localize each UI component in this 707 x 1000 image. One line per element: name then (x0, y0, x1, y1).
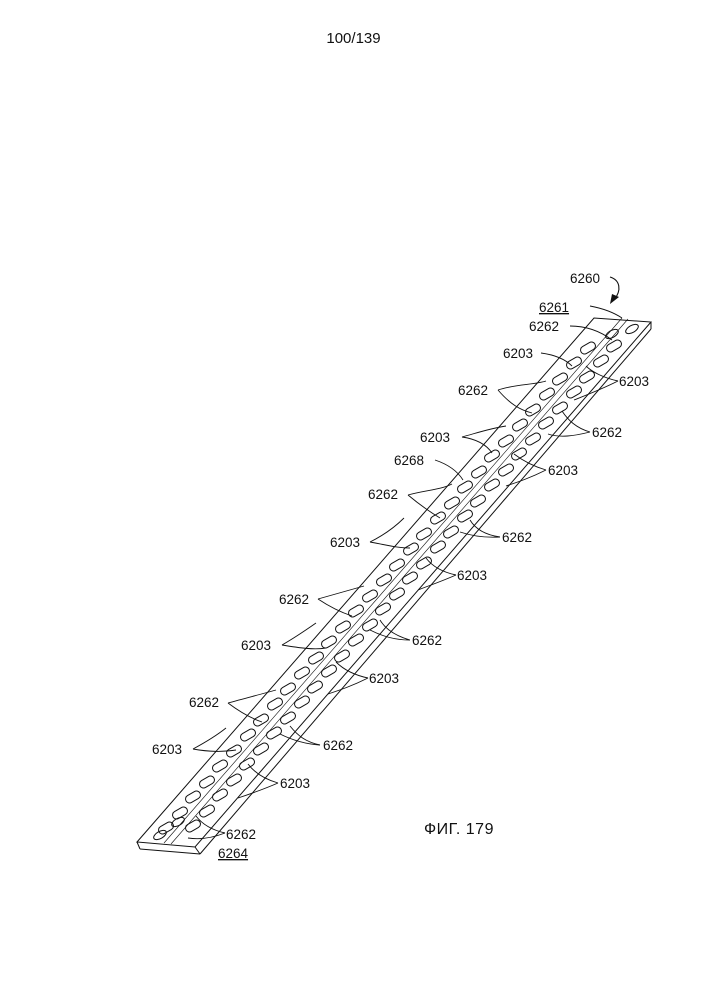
label-6203-j: 6203 (280, 776, 310, 791)
label-6203-b: 6203 (619, 374, 649, 389)
label-6262-j: 6262 (226, 827, 256, 842)
assembly-arrow (610, 277, 619, 304)
label-6203-f: 6203 (457, 568, 487, 583)
label-6262-h: 6262 (189, 695, 219, 710)
label-6261: 6261 (539, 300, 569, 315)
label-6262-d: 6262 (368, 487, 398, 502)
label-6262-g: 6262 (412, 633, 442, 648)
label-6203-g: 6203 (241, 638, 271, 653)
label-6203-e: 6203 (330, 535, 360, 550)
label-6262-e: 6262 (502, 530, 532, 545)
label-6203-h: 6203 (369, 671, 399, 686)
label-6203-d: 6203 (548, 463, 578, 478)
strip-outline (137, 318, 651, 854)
label-6262-i: 6262 (323, 738, 353, 753)
label-6203-i: 6203 (152, 742, 182, 757)
label-6264: 6264 (218, 846, 249, 861)
label-6268: 6268 (394, 453, 424, 468)
label-6262-b: 6262 (458, 383, 488, 398)
label-6262-f: 6262 (279, 592, 309, 607)
label-6262-c: 6262 (592, 425, 622, 440)
label-6262-a: 6262 (529, 319, 559, 334)
figure-caption: ФИГ. 179 (424, 821, 494, 839)
label-6203-c: 6203 (420, 430, 450, 445)
label-6203-a: 6203 (503, 346, 533, 361)
label-6260: 6260 (570, 271, 600, 286)
